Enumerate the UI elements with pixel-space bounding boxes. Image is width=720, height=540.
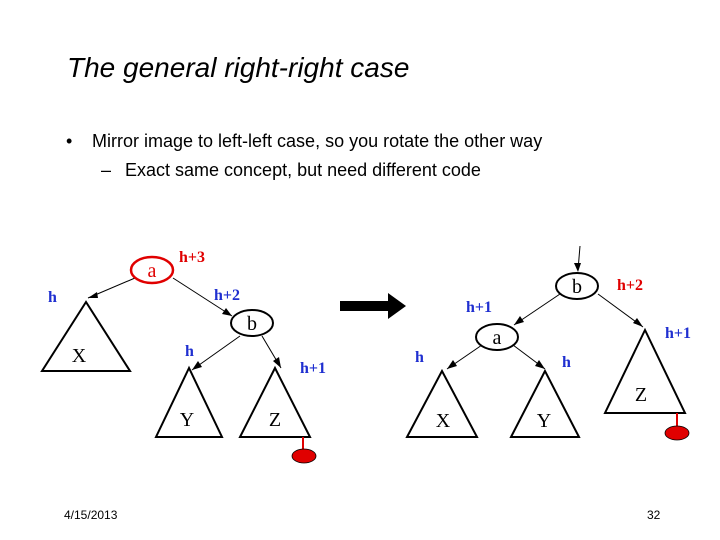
arrowhead-b-y	[192, 361, 202, 370]
subtree-y-triangle	[154, 365, 224, 438]
node-a-circle-after	[475, 323, 519, 351]
root-pointer-head	[574, 263, 581, 272]
height-z-label-after: h+1	[665, 325, 691, 342]
subtree-z-label-after: Z	[635, 384, 647, 406]
subtree-y-label-after: Y	[537, 410, 551, 432]
inserted-node-after	[664, 425, 690, 441]
after-tree: b a X Y Z h+2 h+1 h h h+1	[405, 245, 691, 441]
height-y-label-after: h	[562, 354, 571, 371]
node-a-label-after: a	[493, 327, 502, 349]
subtree-z-label: Z	[269, 409, 281, 431]
arrowhead-b-a	[514, 316, 524, 325]
subtree-x-label-after: X	[436, 410, 451, 432]
node-b-label-after: b	[572, 276, 582, 298]
subtree-x-label: X	[72, 345, 87, 367]
inserted-node	[291, 448, 317, 464]
height-b-label: h+2	[214, 287, 240, 304]
height-a-label: h+3	[179, 249, 205, 266]
page-number: 32	[647, 508, 661, 522]
subtree-x-triangle-after	[405, 368, 479, 438]
subtree-y-triangle-after	[509, 368, 581, 438]
node-b-label: b	[247, 313, 257, 335]
arrowhead-a-x-after	[447, 360, 457, 369]
arrowhead-a-y-after	[535, 360, 545, 369]
arrowhead-b-z-after	[633, 318, 643, 327]
slide-title: The general right-right case	[67, 52, 410, 83]
before-tree: a b X Y Z h+3 h h+2 h h+1	[40, 249, 326, 464]
subtree-z-triangle	[238, 365, 312, 438]
edge-a-b	[172, 277, 233, 317]
arrowhead-a-x	[88, 292, 98, 298]
subtree-x-triangle	[40, 300, 132, 372]
subtree-z-triangle-after	[603, 327, 687, 414]
height-x-label-after: h	[415, 349, 424, 366]
arrowhead-b-z	[273, 357, 281, 368]
sub-bullet-mark: –	[101, 160, 112, 180]
subtree-y-label: Y	[180, 409, 194, 431]
node-a-label: a	[148, 260, 157, 282]
arrowhead-a-b	[222, 308, 232, 316]
node-b-circle	[230, 309, 274, 337]
height-x-label: h	[48, 289, 57, 306]
bullet-text: Mirror image to left-left case, so you r…	[92, 131, 543, 151]
height-b-label-after: h+2	[617, 277, 643, 294]
height-y-label: h	[185, 343, 194, 360]
height-z-label: h+1	[300, 360, 326, 377]
bullet-mark: •	[66, 131, 73, 151]
footer-date: 4/15/2013	[64, 508, 118, 522]
height-a-label-after: h+1	[466, 299, 492, 316]
node-b-circle-after	[555, 272, 599, 300]
node-a-circle	[129, 255, 175, 285]
sub-bullet-text: Exact same concept, but need different c…	[125, 160, 481, 180]
right-arrow-icon	[340, 293, 406, 319]
